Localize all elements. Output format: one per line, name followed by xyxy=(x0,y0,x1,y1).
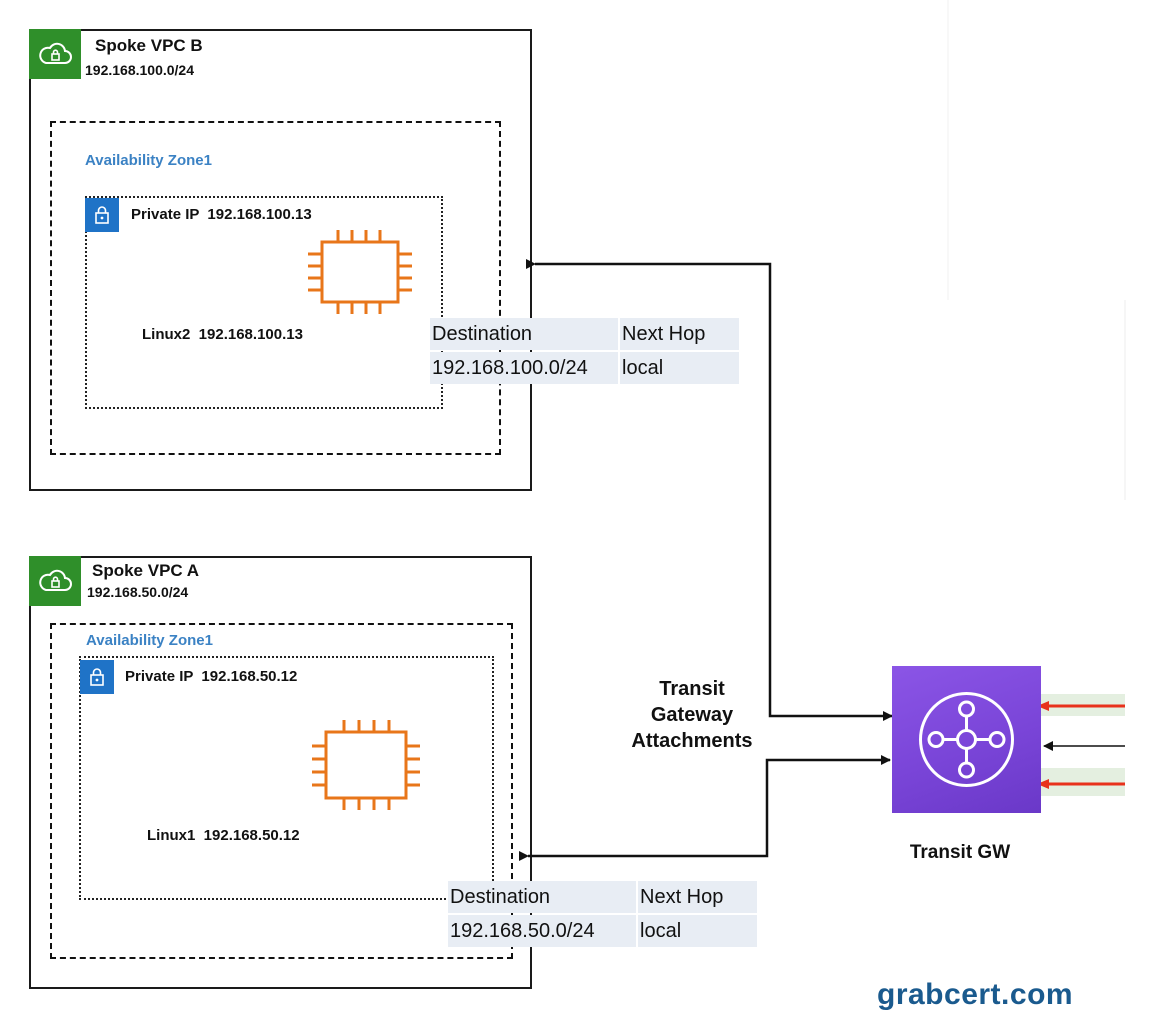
transit-gw-label: Transit GW xyxy=(909,842,1011,863)
vpc-a-title: Spoke VPC A xyxy=(92,561,200,580)
route-table-a-header-destination: Destination xyxy=(448,881,636,913)
linux1-ec2-icon xyxy=(312,720,420,815)
vpc-b-title: Spoke VPC B xyxy=(95,36,203,55)
linux2-ec2-icon xyxy=(308,230,412,319)
route-table-a-next-hop: local xyxy=(638,915,757,947)
availability-zone-b xyxy=(50,121,501,455)
subnet-b-lock-icon xyxy=(85,198,119,232)
attachments-label-line-1: Transit xyxy=(659,678,725,700)
subnet-a xyxy=(79,656,494,900)
linux1-label: Linux1 192.168.50.12 xyxy=(147,827,300,844)
vpc-b-attachment-line xyxy=(526,259,893,721)
route-table-a-header-next-hop: Next Hop xyxy=(638,881,757,913)
az-b-label: Availability Zone1 xyxy=(85,152,212,169)
attachments-label-line-3: Attachments xyxy=(631,730,753,752)
vpc-a-private-ip: Private IP 192.168.50.12 xyxy=(125,668,298,685)
linux2-label: Linux2 192.168.100.13 xyxy=(142,326,303,343)
vpc-a-cloud-icon xyxy=(29,556,81,606)
az-a-label: Availability Zone1 xyxy=(86,632,213,649)
vpc-a-cidr: 192.168.50.0/24 xyxy=(87,584,189,600)
attachments-label-line-2: Gateway xyxy=(650,704,734,726)
vpc-a-attachment-line xyxy=(519,755,891,861)
availability-zone-a xyxy=(50,623,513,959)
vpc-b-private-ip: Private IP 192.168.100.13 xyxy=(131,206,312,223)
subnet-b xyxy=(85,196,443,409)
vpc-b-cloud-icon xyxy=(29,29,81,79)
subnet-a-lock-icon xyxy=(80,660,114,694)
transit-gateway-attachments-label: Transit Gateway Attachments xyxy=(612,676,772,754)
vpc-b-cidr: 192.168.100.0/24 xyxy=(85,62,194,78)
route-table-a-destination: 192.168.50.0/24 xyxy=(448,915,636,947)
watermark: grabcert.com xyxy=(877,978,1074,1011)
transit-gateway-hub-icon xyxy=(892,666,1041,813)
